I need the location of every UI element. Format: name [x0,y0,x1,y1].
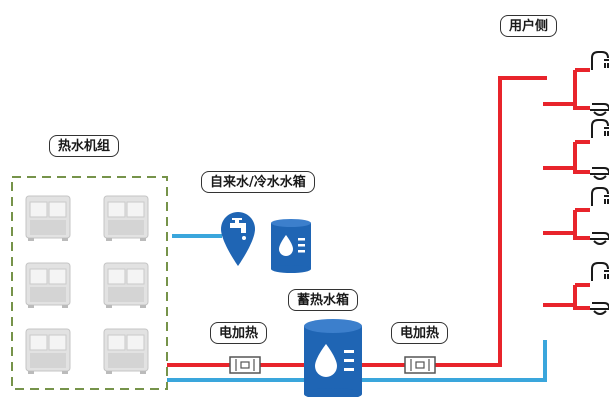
heat-pump-unit-icon [103,262,149,308]
shower-icon [591,51,609,70]
electric-heater-left-label: 电加热 [210,322,268,344]
electric-heater-right-label: 电加热 [391,322,449,344]
user-side-label: 用户侧 [500,15,558,37]
heat-pump-unit-icon [103,328,149,374]
electric-heater-icon [404,356,436,374]
user-branches [543,68,590,310]
water-tap-pin-icon [221,212,255,266]
shower-icon [591,119,609,138]
cold-return-riser [360,340,547,382]
shower-icon [591,262,609,281]
heat-pump-group-frame [11,176,168,390]
heat-pump-unit-icon [25,195,71,241]
storage-tank-icon [304,319,362,400]
electric-heater-icon [229,356,261,374]
water-drop-tank-icon [271,219,311,273]
basin-faucet-icon [590,103,609,116]
tap-water-tank-label: 自来水/冷水水箱 [201,171,315,193]
heat-pump-unit-icon [103,195,149,241]
shower-icon [591,187,609,206]
basin-faucet-icon [590,167,609,180]
storage-tank-label: 蓄热水箱 [288,289,359,311]
basin-faucet-icon [590,232,609,245]
heat-pump-group-label: 热水机组 [49,135,120,157]
basin-faucet-icon [590,302,609,315]
heat-pump-unit-icon [25,328,71,374]
heat-pump-units [25,195,149,374]
heat-pump-unit-icon [25,262,71,308]
user-fixtures [590,51,609,315]
